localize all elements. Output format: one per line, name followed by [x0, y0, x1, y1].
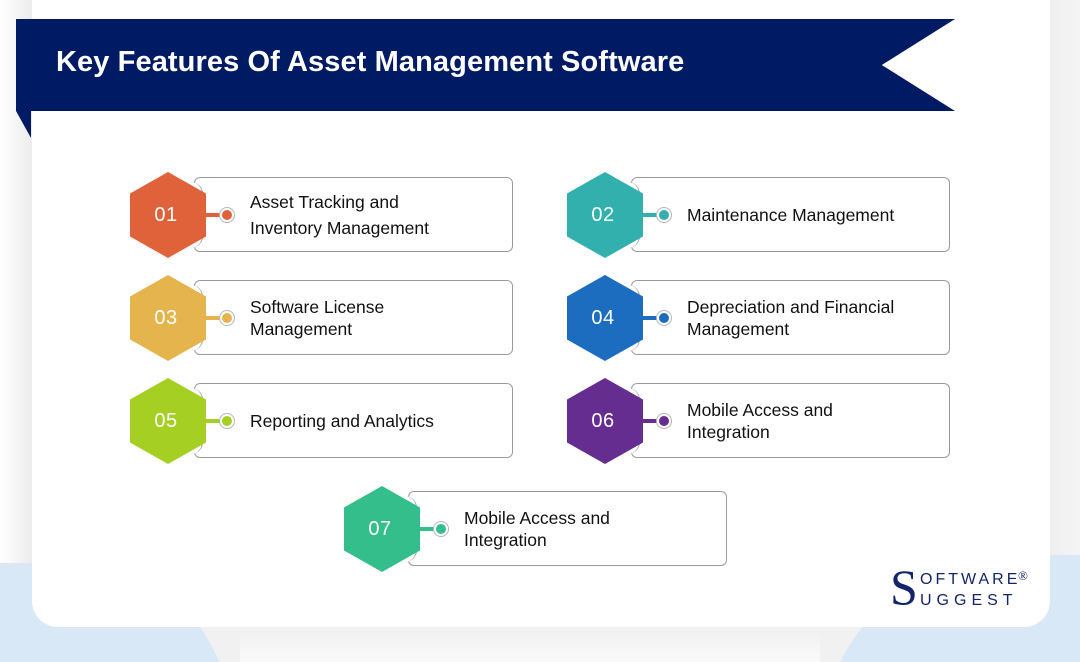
connector-dot-icon: [434, 522, 448, 536]
title-banner: [16, 19, 955, 111]
feature-item-05: 05 Reporting and Analytics: [130, 378, 513, 466]
feature-label: Maintenance Management: [687, 172, 947, 258]
feature-card: [631, 177, 950, 252]
feature-number: 06: [591, 410, 615, 432]
feature-label: Asset Tracking and Inventory Management: [250, 172, 510, 258]
feature-card: [408, 491, 727, 566]
feature-label: Reporting and Analytics: [250, 378, 510, 464]
feature-number: 04: [591, 307, 615, 329]
feature-card: [631, 383, 950, 458]
feature-label-line2: Integration: [687, 422, 770, 442]
connector-line: [202, 419, 226, 423]
hexagon-badge-icon: [567, 378, 643, 464]
page-title: Key Features Of Asset Management Softwar…: [56, 46, 685, 78]
feature-card: [194, 280, 513, 355]
connector-line: [202, 316, 226, 320]
connector-line: [639, 419, 663, 423]
feature-label-line1: Asset Tracking and: [250, 192, 399, 212]
background-right-strip: [1050, 0, 1080, 555]
feature-number: 05: [154, 410, 178, 432]
feature-item-01: 01 Asset Tracking and Inventory Manageme…: [130, 172, 513, 260]
hexagon-badge-icon: [130, 275, 206, 361]
connector-dot-icon: [220, 208, 234, 222]
connector-dot-icon: [220, 311, 234, 325]
connector-line: [416, 527, 440, 531]
feature-label-line1: Reporting and Analytics: [250, 411, 434, 431]
feature-label-line2: Integration: [464, 530, 547, 550]
feature-label-line1: Depreciation and Financial: [687, 297, 895, 317]
connector-line: [202, 213, 226, 217]
logo-row1: OFTWARE: [920, 571, 1021, 588]
feature-label-line2: Management: [687, 319, 790, 339]
feature-label-line2: Management: [250, 319, 353, 339]
feature-label: Depreciation and Financial Management: [687, 275, 947, 361]
registered-mark-icon: ®: [1018, 568, 1028, 583]
feature-card: [194, 177, 513, 252]
feature-number: 02: [591, 204, 615, 226]
feature-number: 03: [154, 307, 178, 329]
feature-label-line1: Mobile Access and: [687, 400, 833, 420]
feature-label-line2: Inventory Management: [250, 218, 429, 238]
feature-item-06: 06 Mobile Access and Integration: [567, 378, 950, 466]
feature-item-02: 02 Maintenance Management: [567, 172, 950, 260]
hexagon-badge-icon: [567, 172, 643, 258]
feature-label-line1: Maintenance Management: [687, 205, 895, 225]
logo-row2: UGGEST: [920, 592, 1018, 609]
feature-number: 01: [154, 204, 178, 226]
connector-dot-icon: [657, 208, 671, 222]
feature-label: Software License Management: [250, 275, 510, 361]
feature-number: 07: [368, 518, 392, 540]
connector-dot-icon: [220, 414, 234, 428]
connector-dot-icon: [657, 311, 671, 325]
logo-big-s: S: [890, 559, 918, 615]
feature-card: [631, 280, 950, 355]
hexagon-badge-icon: [130, 378, 206, 464]
softwaresuggest-logo: S OFTWARE UGGEST ®: [890, 562, 1040, 614]
connector-dot-icon: [657, 414, 671, 428]
feature-label-line1: Mobile Access and: [464, 508, 610, 528]
connector-line: [639, 316, 663, 320]
connector-line: [639, 213, 663, 217]
feature-label: Mobile Access and Integration: [687, 378, 947, 464]
feature-item-07: 07 Mobile Access and Integration: [344, 486, 727, 574]
feature-label: Mobile Access and Integration: [464, 486, 724, 572]
feature-item-03: 03 Software License Management: [130, 275, 513, 363]
hexagon-badge-icon: [567, 275, 643, 361]
feature-card: [194, 383, 513, 458]
background-bottom: [240, 627, 820, 662]
feature-item-04: 04 Depreciation and Financial Management: [567, 275, 950, 363]
feature-label-line1: Software License: [250, 297, 385, 317]
